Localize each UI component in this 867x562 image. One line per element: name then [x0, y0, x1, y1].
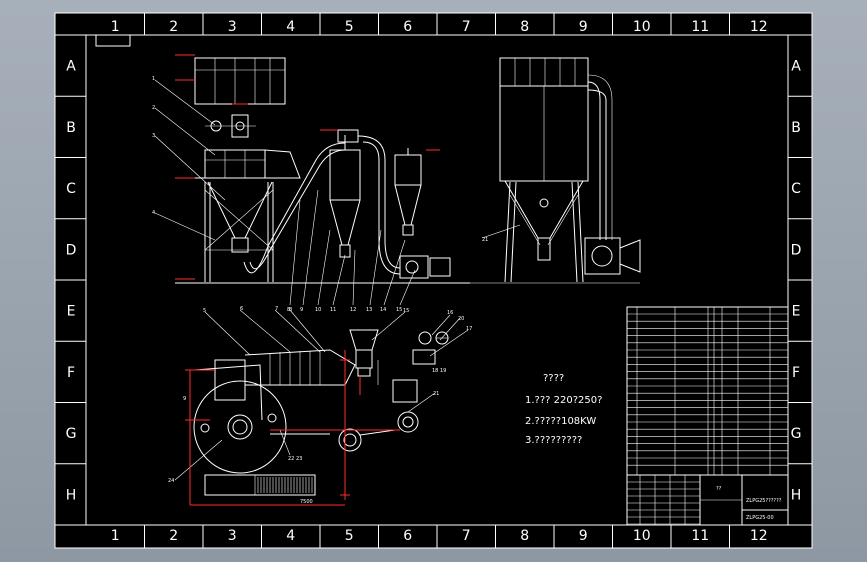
- column-label-bottom-11: 11: [691, 528, 709, 544]
- note-line-2: 2.?????108KW: [525, 416, 596, 427]
- svg-text:7: 7: [275, 306, 278, 312]
- svg-text:14: 14: [380, 307, 386, 313]
- column-label-bottom-12: 12: [750, 528, 768, 544]
- column-label-top-5: 5: [345, 19, 354, 35]
- notes-block: ???? 1.??? 220?250? 2.?????108KW 3.?????…: [525, 373, 602, 446]
- row-label-left-E: E: [67, 304, 76, 320]
- column-label-top-4: 4: [286, 19, 295, 35]
- note-line-1: 1.??? 220?250?: [525, 395, 602, 406]
- leaders-elevation: 1 2 3 4 8 9 10 11 12 13 14 15: [152, 54, 440, 313]
- svg-text:1: 1: [152, 76, 155, 82]
- column-label-top-3: 3: [228, 19, 237, 35]
- svg-text:2: 2: [152, 105, 155, 111]
- column-label-bottom-1: 1: [111, 528, 120, 544]
- drawing-sheet: [54, 12, 813, 549]
- column-label-top-12: 12: [750, 19, 768, 35]
- row-label-left-A: A: [66, 59, 76, 75]
- row-labels-left: A B C D E F G H: [55, 59, 86, 503]
- title-block: ZLPG25?????? ZLPG25-00 ??: [627, 474, 788, 525]
- svg-text:10: 10: [315, 307, 321, 313]
- row-label-right-B: B: [791, 120, 801, 136]
- svg-text:5: 5: [203, 308, 206, 314]
- corner-label-box: [95, 34, 131, 47]
- row-label-left-H: H: [66, 487, 77, 503]
- plan-view: 5 6 7 8 15 16 20 17 18 19 21 24 22 23 75…: [168, 306, 472, 506]
- row-label-right-E: E: [792, 304, 801, 320]
- row-label-right-F: F: [792, 365, 800, 381]
- svg-text:3: 3: [152, 133, 155, 139]
- svg-text:8: 8: [287, 307, 290, 313]
- column-label-top-11: 11: [691, 19, 709, 35]
- drawing-number: ZLPG25-00: [746, 515, 774, 521]
- column-label-bottom-2: 2: [169, 528, 178, 544]
- svg-text:7500: 7500: [300, 499, 313, 505]
- row-label-right-D: D: [791, 242, 802, 258]
- row-label-left-G: G: [66, 426, 77, 442]
- svg-text:21: 21: [482, 237, 488, 243]
- svg-text:24: 24: [168, 478, 174, 484]
- column-label-bottom-6: 6: [403, 528, 412, 544]
- svg-text:6: 6: [240, 306, 243, 312]
- column-label-bottom-5: 5: [345, 528, 354, 544]
- column-label-top-1: 1: [111, 19, 120, 35]
- svg-text:9: 9: [300, 307, 303, 313]
- svg-text:22 23: 22 23: [288, 456, 302, 462]
- column-label-bottom-3: 3: [228, 528, 237, 544]
- svg-text:15: 15: [396, 307, 402, 313]
- column-label-top-7: 7: [462, 19, 471, 35]
- column-label-top-9: 9: [579, 19, 588, 35]
- row-label-right-H: H: [791, 487, 802, 503]
- column-label-top-10: 10: [633, 19, 651, 35]
- row-label-left-B: B: [66, 120, 76, 136]
- row-labels-right: A B C D E F G H: [788, 59, 812, 503]
- spray-dryer-elevation-left: [175, 57, 640, 284]
- column-label-bottom-7: 7: [462, 528, 471, 544]
- row-label-left-F: F: [67, 365, 75, 381]
- column-label-bottom-4: 4: [286, 528, 295, 544]
- note-line-3: 3.?????????: [525, 435, 582, 446]
- column-label-top-8: 8: [520, 19, 529, 35]
- column-label-bottom-10: 10: [633, 528, 651, 544]
- row-label-right-G: G: [791, 426, 802, 442]
- row-label-left-D: D: [66, 242, 77, 258]
- spray-dryer-elevation-right: 21: [481, 57, 641, 283]
- notes-title: ????: [543, 373, 564, 384]
- drawing-name: ZLPG25??????: [746, 498, 782, 504]
- column-label-bottom-8: 8: [520, 528, 529, 544]
- column-label-top-6: 6: [403, 19, 412, 35]
- svg-text:12: 12: [350, 307, 356, 313]
- svg-text:9: 9: [183, 396, 186, 402]
- row-label-right-A: A: [791, 59, 801, 75]
- column-label-bottom-9: 9: [579, 528, 588, 544]
- svg-text:8: 8: [289, 307, 292, 313]
- svg-text:16: 16: [447, 310, 453, 316]
- row-label-left-C: C: [66, 181, 76, 197]
- column-label-top-2: 2: [169, 19, 178, 35]
- parts-list-table: [626, 306, 789, 526]
- scale-cell: ??: [716, 486, 722, 492]
- svg-text:20: 20: [458, 316, 464, 322]
- row-label-right-C: C: [791, 181, 801, 197]
- svg-text:13: 13: [366, 307, 372, 313]
- svg-text:21: 21: [433, 391, 439, 397]
- svg-text:4: 4: [152, 210, 155, 216]
- svg-text:11: 11: [330, 307, 336, 313]
- svg-text:17: 17: [466, 326, 472, 332]
- svg-text:18 19: 18 19: [432, 368, 446, 374]
- svg-text:15: 15: [403, 308, 409, 314]
